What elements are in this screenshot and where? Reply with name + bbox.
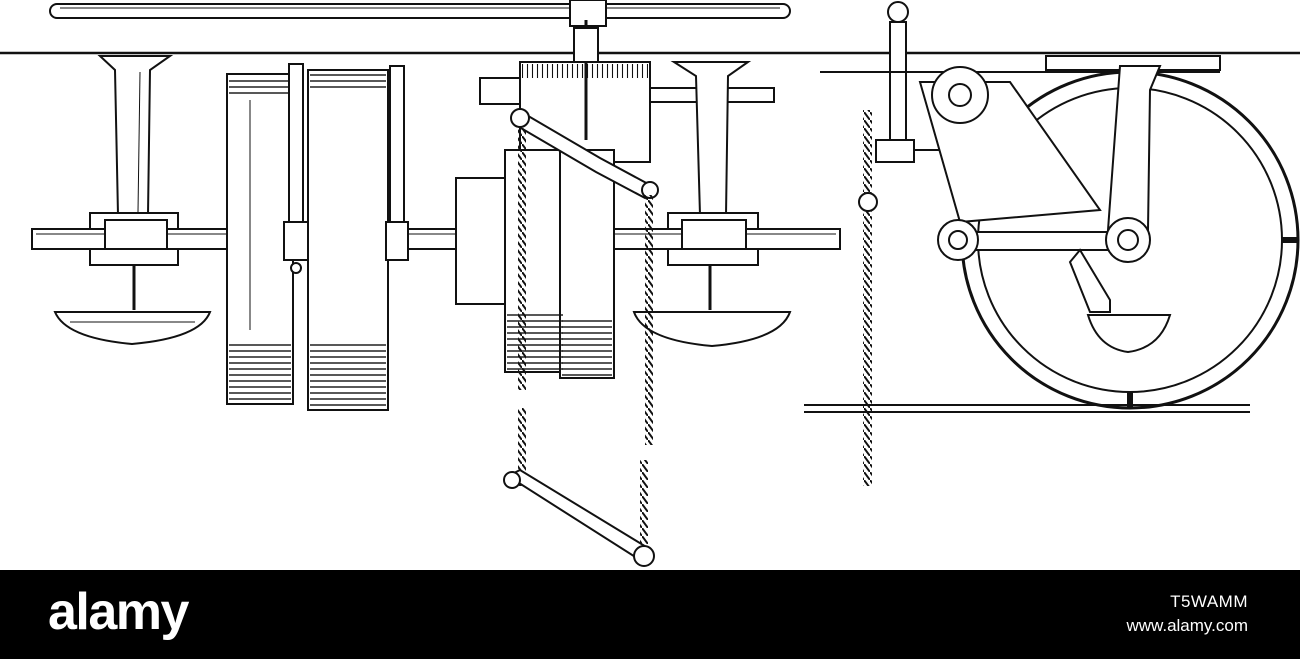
tension-pulley	[931, 66, 989, 124]
right-rope	[858, 110, 878, 486]
wheel-hubs	[937, 217, 1151, 263]
pull-handle	[503, 468, 655, 567]
right-wall-plate	[820, 55, 1221, 73]
left-drip-cup	[53, 265, 212, 346]
loose-pulley-fork	[283, 63, 309, 274]
right-drip-cup	[1086, 314, 1172, 354]
pulley-2	[307, 69, 389, 411]
hanger-rod	[875, 1, 960, 163]
belt-shifter-block	[479, 20, 775, 163]
engraving-illustration	[0, 0, 1300, 567]
site-url-link[interactable]: www.alamy.com	[1126, 616, 1248, 635]
fork-right	[385, 65, 409, 261]
left-hanger-bracket	[89, 55, 179, 230]
overhead-shaft	[49, 0, 791, 27]
image-id-label: T5WAMM	[1170, 592, 1248, 611]
floor-belt-line	[804, 404, 1250, 413]
watermark-footer: alamy T5WAMM www.alamy.com	[0, 570, 1300, 659]
pull-ropes	[518, 128, 653, 560]
fast-loose-pulleys	[455, 149, 615, 379]
center-hanger-bracket	[632, 61, 792, 348]
brand-logo[interactable]: alamy	[48, 583, 189, 641]
